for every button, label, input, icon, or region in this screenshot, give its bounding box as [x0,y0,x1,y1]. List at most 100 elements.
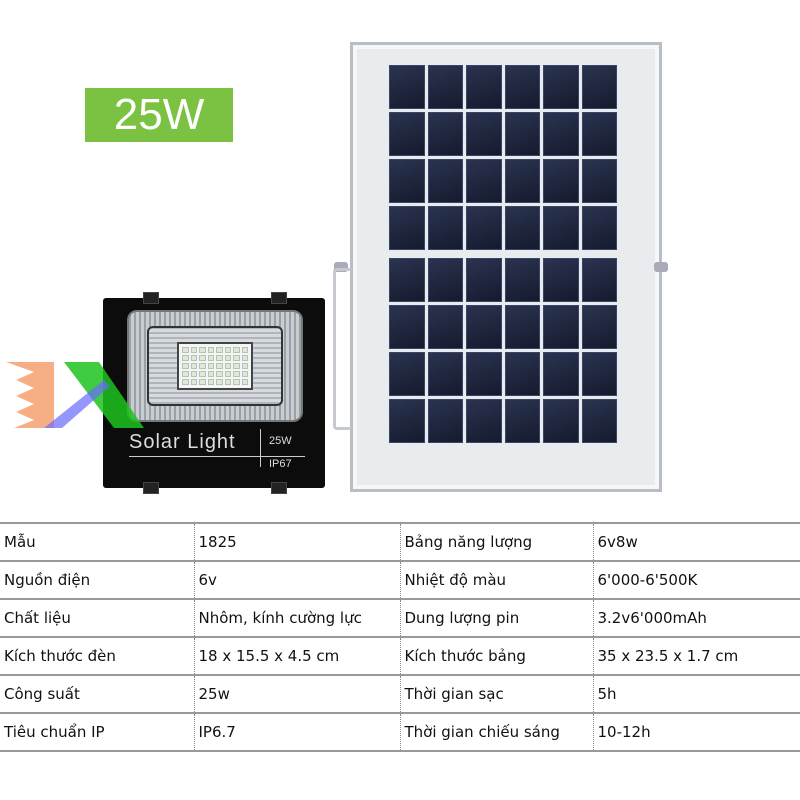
solar-cell [466,112,502,156]
led-chip [190,355,197,361]
led-chip [216,363,223,369]
spec-value: 3.2v6'000mAh [592,598,800,638]
led-chip [224,363,231,369]
led-chip [224,355,231,361]
led-chip [199,355,206,361]
spec-label: Mẫu [0,522,194,562]
led-chip [190,371,197,377]
led-chip [182,371,189,377]
spec-label: Tiêu chuẩn IP [0,712,194,752]
solar-cell [466,159,502,203]
solar-cell [504,206,540,250]
led-chip [207,355,214,361]
solar-cell [427,112,463,156]
led-chip [224,379,231,385]
solar-cell [389,112,425,156]
led-chip [190,363,197,369]
solar-cell [389,65,425,109]
solar-panel-image [350,42,662,492]
solar-cell [543,65,579,109]
solar-cell [427,258,463,302]
led-chip [224,347,231,353]
led-chip [241,363,248,369]
panel-bracket [333,268,351,430]
spec-value: 6v8w [592,522,800,562]
solar-cell [466,352,502,396]
solar-cell [543,159,579,203]
spec-label: Thời gian sạc [399,674,593,714]
spec-value: 18 x 15.5 x 4.5 cm [193,636,400,676]
solar-cell [427,65,463,109]
solar-cell [581,206,617,250]
led-chip [199,371,206,377]
led-chip [207,363,214,369]
led-chip [216,371,223,377]
solar-cell [427,305,463,349]
led-chip [233,347,240,353]
brand-logo-icon [6,362,144,428]
spec-value: IP6.7 [193,712,400,752]
solar-cell [427,159,463,203]
solar-cell [543,112,579,156]
solar-cell [466,399,502,443]
led-chip [207,379,214,385]
spec-value: Nhôm, kính cường lực [193,598,400,638]
led-chip [216,347,223,353]
led-chip [233,355,240,361]
solar-cell [504,112,540,156]
spec-value: 10-12h [592,712,800,752]
led-chip [182,363,189,369]
led-chip [241,355,248,361]
led-chip [233,363,240,369]
wing-nut-icon [654,262,668,272]
spec-label: Bảng năng lượng [399,522,593,562]
led-chip [241,371,248,377]
led-chip [182,379,189,385]
solar-cell [504,65,540,109]
solar-cell [543,206,579,250]
led-chip [207,371,214,377]
solar-cell [581,159,617,203]
led-chip [233,379,240,385]
wattage-badge: 25W [85,88,233,142]
spec-label: Kích thước bảng [399,636,593,676]
spec-value: 25w [193,674,400,714]
solar-cell [389,159,425,203]
solar-cell [581,399,617,443]
spec-value: 5h [592,674,800,714]
light-watt-text: 25W [269,435,292,447]
led-chip [241,347,248,353]
solar-cell [543,258,579,302]
solar-cell [389,206,425,250]
spec-value: 1825 [193,522,400,562]
solar-cell [543,399,579,443]
spec-label: Công suất [0,674,194,714]
wing-nut-icon [334,262,348,272]
solar-cell [504,159,540,203]
solar-cell [466,206,502,250]
solar-cell [581,305,617,349]
led-chip [216,379,223,385]
solar-cell [466,65,502,109]
solar-cell [504,399,540,443]
spec-value: 35 x 23.5 x 1.7 cm [592,636,800,676]
led-chip [207,347,214,353]
led-chip [190,347,197,353]
spec-value: 6v [193,560,400,600]
spec-label: Nguồn điện [0,560,194,600]
led-chip [241,379,248,385]
solar-cell [543,352,579,396]
led-chip [190,379,197,385]
solar-cell [427,399,463,443]
solar-cell [504,352,540,396]
solar-cell [543,305,579,349]
led-chip [233,371,240,377]
spec-label: Thời gian chiếu sáng [399,712,593,752]
flood-light-image: Solar Light 25W IP67 [103,292,325,494]
solar-cell [581,112,617,156]
solar-cell [466,305,502,349]
